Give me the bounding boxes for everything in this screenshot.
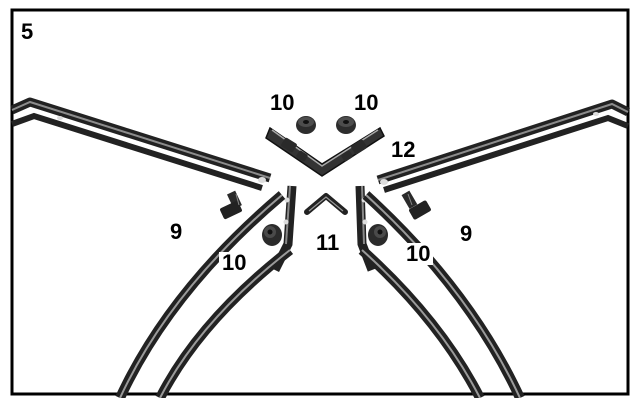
callout-bolt-right: 9 — [460, 223, 472, 245]
nut-right — [368, 224, 388, 246]
callout-nut-top-left: 10 — [270, 92, 294, 114]
step-number: 5 — [21, 21, 33, 43]
nut-top-right — [336, 116, 356, 134]
callout-nut-left: 10 — [219, 252, 249, 274]
nut-left — [262, 224, 282, 246]
callout-nut-right: 10 — [403, 243, 433, 265]
callout-nut-top-right: 10 — [354, 92, 378, 114]
callout-bolt-left: 9 — [170, 221, 182, 243]
nut-top-left — [296, 116, 316, 134]
callout-corner-bracket: 12 — [391, 139, 415, 161]
callout-caret-piece: 11 — [316, 232, 339, 254]
